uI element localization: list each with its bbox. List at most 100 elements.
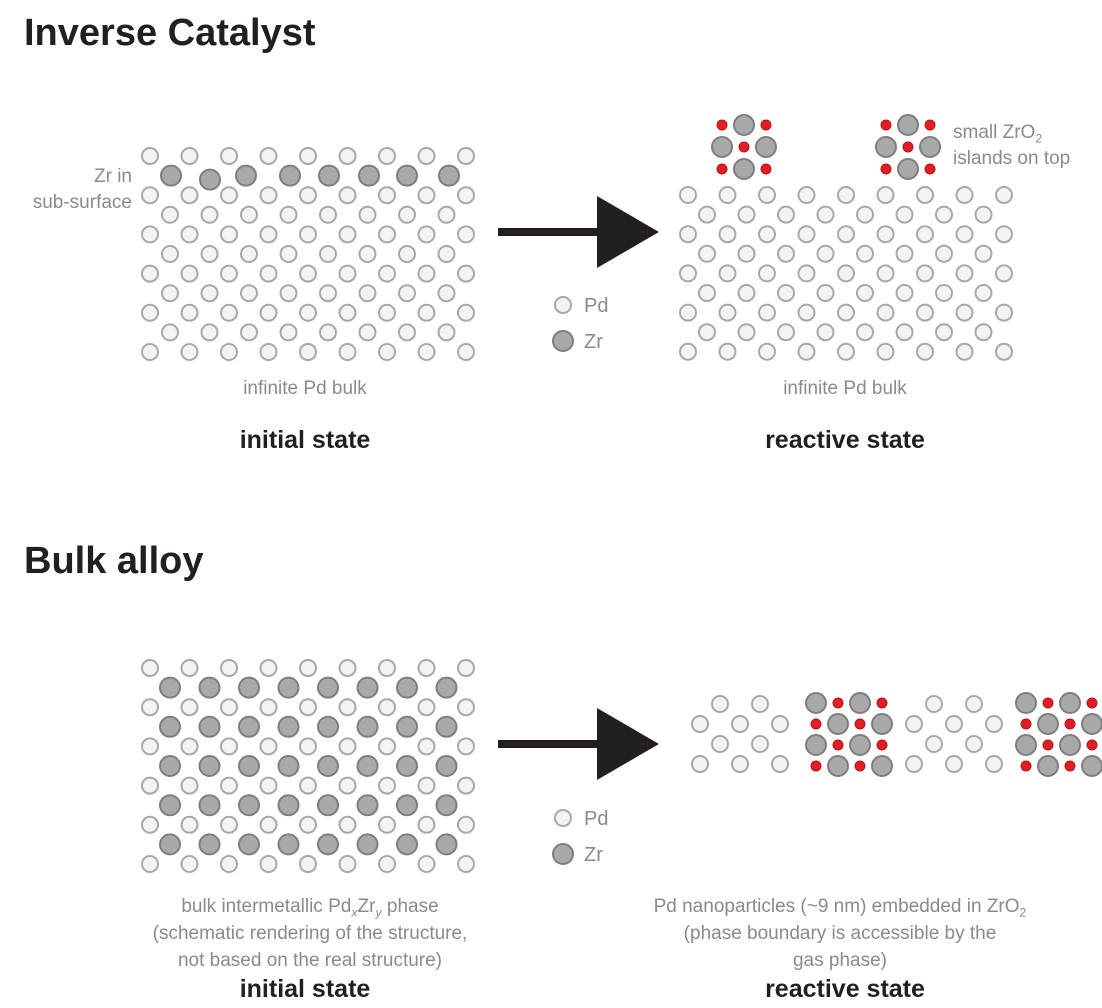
zr-subsurface-label: Zr in sub-surface — [20, 164, 132, 216]
legend-pd-marker-top — [554, 296, 572, 314]
inverse-initial-state-label: initial state — [239, 426, 371, 454]
pd-atom — [279, 245, 298, 263]
pd-atom — [378, 659, 396, 677]
pd-atom — [935, 323, 953, 342]
pd-atom — [916, 342, 934, 361]
pd-atom — [974, 244, 993, 263]
oxygen-atom — [876, 697, 888, 709]
pd-atom — [338, 776, 357, 795]
pd-atom — [737, 284, 756, 302]
zr-atom — [317, 833, 339, 856]
oxygen-atom — [924, 119, 936, 131]
oxygen-atom — [716, 119, 728, 131]
zr-atom — [849, 734, 871, 756]
zr-atom — [159, 755, 181, 777]
pd-atom — [319, 323, 337, 342]
zr-atom — [356, 794, 379, 817]
pd-atom — [816, 284, 835, 302]
pd-atom — [240, 284, 258, 303]
zr-atom — [733, 158, 755, 180]
pd-atom — [955, 186, 974, 204]
oxygen-atom — [1064, 718, 1076, 730]
pd-atom — [299, 225, 317, 244]
legend-pd-label-top: Pd — [584, 295, 609, 317]
zr-atom — [827, 755, 849, 777]
pd-atom — [220, 225, 238, 244]
pd-atom — [945, 715, 963, 733]
pd-atom — [417, 737, 436, 756]
zr-atom — [1037, 755, 1059, 777]
zr-atom — [396, 794, 418, 817]
pd-atom — [758, 303, 776, 322]
pd-atom — [338, 303, 357, 322]
pd-atom — [338, 225, 357, 244]
pd-atom — [758, 186, 776, 204]
pd-atom — [338, 147, 357, 165]
pd-atom — [220, 264, 238, 283]
pd-atom — [378, 855, 396, 873]
pd-atom — [698, 284, 716, 302]
pd-atom — [180, 225, 199, 244]
pd-atom — [777, 244, 795, 263]
pd-atom — [417, 147, 436, 165]
zr-subsurface-label-line2: sub-surface — [32, 192, 132, 213]
pd-atom — [995, 225, 1013, 244]
pd-atom — [974, 323, 993, 342]
zr-atom — [159, 715, 181, 738]
pd-atom — [161, 284, 179, 303]
zr-atom — [871, 755, 893, 777]
pd-atom — [220, 659, 238, 677]
pd-atom — [758, 342, 776, 361]
bulk-reactive-caption: Pd nanoparticles (~9 nm) embedded in ZrO… — [600, 893, 1080, 974]
pd-atom — [945, 755, 963, 773]
zr-atom — [849, 692, 871, 714]
pd-atom — [417, 264, 436, 283]
zr-atom — [277, 755, 300, 777]
oxygen-atom — [1020, 760, 1032, 772]
pd-atom — [457, 303, 475, 322]
inverse-reactive-bulk-caption: infinite Pd bulk — [783, 378, 907, 399]
pd-atom — [358, 245, 377, 263]
inverse-reactive-lattice — [679, 186, 1013, 361]
zr-atom — [897, 158, 919, 180]
zr-atom — [277, 676, 300, 699]
bulk-reactive-caption-line2: (phase boundary is accessible by the — [683, 923, 997, 944]
zr-atom — [396, 755, 418, 777]
zr-atom — [198, 715, 221, 738]
pd-atom — [777, 284, 795, 302]
pd-atom — [955, 264, 974, 283]
bulk-reactive-structure — [691, 692, 1102, 777]
pd-atom — [905, 715, 923, 733]
pd-atom — [358, 284, 377, 303]
oxygen-atom — [854, 760, 866, 772]
zr-atom — [238, 794, 260, 817]
pd-atom — [319, 284, 337, 303]
bulk-initial-lattice — [141, 659, 475, 873]
pd-atom — [200, 245, 219, 263]
pd-atom — [180, 147, 199, 165]
pd-atom — [876, 225, 895, 244]
pd-atom — [299, 855, 317, 873]
pd-atom — [457, 776, 475, 795]
pd-atom — [916, 264, 934, 283]
pd-atom — [279, 323, 298, 342]
zr-atom — [159, 676, 181, 699]
pd-atom — [985, 755, 1003, 773]
pd-atom — [259, 303, 278, 322]
zr-atom — [919, 136, 941, 158]
zr-atom — [198, 833, 221, 856]
zr-atom — [805, 692, 827, 714]
pd-atom — [691, 755, 709, 773]
pd-atom — [955, 303, 974, 322]
zr-atom — [277, 715, 300, 738]
pd-atom — [398, 323, 416, 342]
zr-atom — [1015, 734, 1037, 756]
pd-atom — [378, 186, 396, 205]
pd-atom — [378, 776, 396, 795]
oxygen-atom — [810, 760, 822, 772]
pd-atom — [457, 343, 475, 361]
oxygen-atom — [880, 163, 892, 175]
pd-atom — [180, 303, 199, 322]
pd-atom — [259, 147, 278, 165]
pd-atom — [299, 186, 317, 205]
